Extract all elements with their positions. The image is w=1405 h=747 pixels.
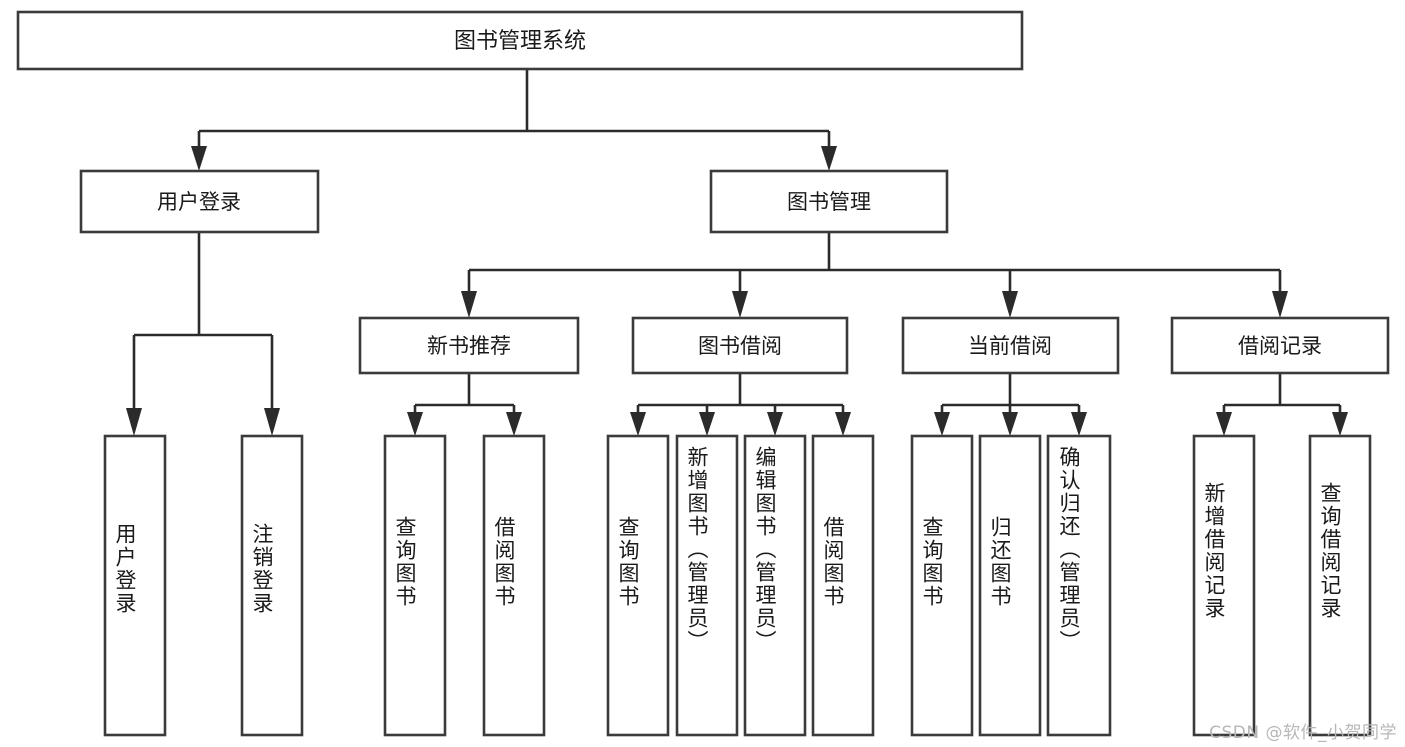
arrow-head-leaf-logout-login bbox=[264, 408, 280, 436]
connector-group-root-to-level2 bbox=[191, 69, 837, 171]
arrow-head-leaf-query-borrow-record bbox=[1332, 412, 1348, 436]
connector-group-new-book-recommend-to-leaves bbox=[407, 373, 522, 436]
node-label-book-management: 图书管理 bbox=[787, 190, 871, 214]
arrow-head-book-management bbox=[821, 146, 837, 171]
leaf-box-group bbox=[103, 434, 1372, 737]
arrow-head-leaf-borrow-books-recommend bbox=[506, 412, 522, 436]
node-box-leaf-user-login[interactable] bbox=[103, 434, 167, 737]
arrow-head-leaf-query-books-borrow bbox=[630, 412, 646, 436]
arrow-head-new-book-recommend bbox=[461, 291, 477, 318]
node-box-leaf-query-books-borrow[interactable] bbox=[606, 434, 670, 737]
node-box-leaf-query-books-current[interactable] bbox=[910, 434, 974, 737]
node-user-login[interactable]: 用户登录 bbox=[79, 169, 320, 234]
node-box-leaf-query-books-recommend[interactable] bbox=[383, 434, 447, 737]
node-box-leaf-add-book-admin[interactable] bbox=[675, 434, 739, 737]
node-root[interactable]: 图书管理系统 bbox=[16, 10, 1024, 71]
node-label-book-borrow: 图书借阅 bbox=[698, 334, 782, 358]
node-label-current-borrow: 当前借阅 bbox=[968, 334, 1052, 358]
node-box-root[interactable] bbox=[16, 10, 1024, 71]
node-label-new-book-recommend: 新书推荐 bbox=[427, 334, 511, 358]
node-box-leaf-edit-book-admin[interactable] bbox=[743, 434, 807, 737]
node-box-current-borrow[interactable] bbox=[901, 316, 1120, 375]
node-book-management[interactable]: 图书管理 bbox=[709, 169, 949, 234]
arrow-head-leaf-confirm-return-admin bbox=[1071, 412, 1087, 436]
node-box-leaf-logout-login[interactable] bbox=[240, 434, 304, 737]
connector-group-book-management-to-level3 bbox=[461, 232, 1288, 318]
arrow-head-current-borrow bbox=[1002, 291, 1018, 318]
node-box-leaf-borrow-books-recommend[interactable] bbox=[482, 434, 546, 737]
arrow-head-book-borrow bbox=[732, 291, 748, 318]
connector-group-current-borrow-to-leaves bbox=[934, 373, 1087, 436]
node-label-user-login: 用户登录 bbox=[157, 190, 241, 214]
node-box-leaf-query-borrow-record[interactable] bbox=[1308, 434, 1372, 737]
connector-group-book-borrow-to-leaves bbox=[630, 373, 851, 436]
node-box-borrow-record[interactable] bbox=[1170, 316, 1390, 375]
connector-group-user-login-to-leaves bbox=[126, 232, 280, 436]
node-new-book-recommend[interactable]: 新书推荐 bbox=[358, 316, 580, 375]
node-box-leaf-return-books[interactable] bbox=[978, 434, 1042, 737]
node-box-leaf-borrow-books[interactable] bbox=[811, 434, 875, 737]
node-box-book-borrow[interactable] bbox=[631, 316, 849, 375]
node-box-new-book-recommend[interactable] bbox=[358, 316, 580, 375]
arrow-head-leaf-query-books-recommend bbox=[407, 412, 423, 436]
connector-group-borrow-record-to-leaves bbox=[1216, 373, 1348, 436]
node-book-borrow[interactable]: 图书借阅 bbox=[631, 316, 849, 375]
arrow-head-leaf-add-book-admin bbox=[699, 412, 715, 436]
arrow-head-leaf-add-borrow-record bbox=[1216, 412, 1232, 436]
arrow-head-leaf-borrow-books bbox=[835, 412, 851, 436]
node-box-leaf-confirm-return-admin[interactable] bbox=[1046, 434, 1112, 737]
arrow-head-leaf-return-books bbox=[1002, 412, 1018, 436]
node-borrow-record[interactable]: 借阅记录 bbox=[1170, 316, 1390, 375]
node-label-root: 图书管理系统 bbox=[454, 29, 586, 54]
arrow-head-user-login bbox=[191, 146, 207, 171]
arrow-head-leaf-user-login bbox=[126, 408, 142, 436]
watermark-text: CSDN @软件_小贺同学 bbox=[1209, 723, 1397, 743]
node-current-borrow[interactable]: 当前借阅 bbox=[901, 316, 1120, 375]
arrow-head-leaf-query-books-current bbox=[934, 412, 950, 436]
arrow-head-borrow-record bbox=[1272, 291, 1288, 318]
arrow-head-leaf-edit-book-admin bbox=[767, 412, 783, 436]
node-label-borrow-record: 借阅记录 bbox=[1238, 334, 1322, 358]
node-box-leaf-add-borrow-record[interactable] bbox=[1192, 434, 1256, 737]
node-box-user-login[interactable] bbox=[79, 169, 320, 234]
node-box-book-management[interactable] bbox=[709, 169, 949, 234]
